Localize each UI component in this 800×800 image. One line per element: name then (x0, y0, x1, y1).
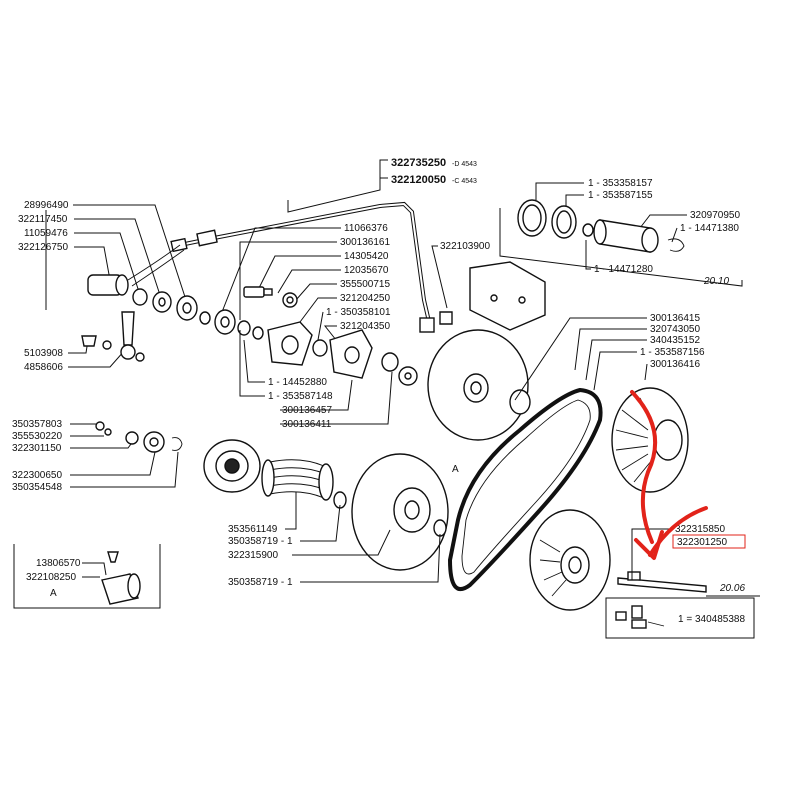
part-number[interactable]: 4858606 (24, 362, 63, 373)
part-number[interactable]: 322301150 (12, 443, 62, 454)
variable-pulley: A (333, 453, 459, 571)
part-number[interactable]: 13806570 (36, 558, 81, 569)
part-number[interactable]: 322301250 (677, 537, 727, 548)
part-number[interactable]: 1 - 353587148 (268, 391, 333, 402)
part-number[interactable]: 350358719 - 1 (228, 536, 293, 547)
drive-pulley-parts (427, 329, 531, 441)
lower-left-parts (95, 421, 183, 453)
part-number[interactable]: 321204350 (340, 321, 390, 332)
right-top-callouts: 1 - 353358157 1 - 353587155 320970950 1 … (499, 178, 743, 287)
part-number[interactable]: 1 - 353587155 (588, 190, 653, 201)
part-number[interactable]: 14305420 (344, 251, 389, 262)
part-number[interactable]: 322735250 (391, 157, 446, 169)
part-number[interactable]: 300136415 (650, 313, 700, 324)
part-number[interactable]: 322117450 (18, 214, 68, 225)
clutch-spring (261, 459, 334, 501)
part-number[interactable]: 1 - 14471280 (594, 264, 653, 275)
right-top-parts (469, 199, 685, 331)
section-mark: A (50, 588, 57, 599)
part-number[interactable]: 340435152 (650, 335, 700, 346)
part-number[interactable]: 355500715 (340, 279, 390, 290)
part-number[interactable]: 322300650 (12, 470, 62, 481)
part-number[interactable]: 355530220 (12, 431, 62, 442)
part-number[interactable]: 353561149 (228, 524, 278, 535)
part-number[interactable]: 300136161 (340, 237, 390, 248)
lower-left-callouts: 350357803 355530220 322301150 322300650 … (12, 419, 179, 493)
part-variant: -C 4543 (452, 178, 477, 185)
belt-callouts: 322315850 322301250 20.06 (631, 524, 760, 597)
fuel-line (170, 201, 435, 333)
fan-wheel (611, 387, 689, 493)
part-number[interactable]: 1 - 14452880 (268, 377, 327, 388)
kit-box: 1 = 340485388 (605, 597, 755, 639)
part-number[interactable]: 350358719 - 1 (228, 577, 293, 588)
part-number[interactable]: 11066376 (344, 223, 388, 234)
part-number[interactable]: 28996490 (24, 200, 69, 211)
part-number[interactable]: 1 - 353587156 (640, 347, 705, 358)
center-callouts: 11066376 300136161 14305420 12035670 355… (221, 223, 490, 346)
dimension-note: 20.10 (703, 276, 729, 287)
part-number[interactable]: 1 - 14471380 (680, 223, 739, 234)
pulley-callouts: 300136415 320743050 340435152 1 - 353587… (514, 313, 705, 401)
part-number[interactable]: 320743050 (650, 324, 700, 335)
section-mark: A (452, 464, 459, 475)
part-number[interactable]: 322126750 (18, 242, 68, 253)
fuel-line-callout: 322735250 -D 4543 322120050 -C 4543 (287, 157, 477, 213)
drive-belt (447, 387, 603, 592)
center-fitting-parts (214, 286, 453, 386)
driven-pulley (529, 509, 707, 611)
left-fitting-parts (81, 244, 211, 362)
dimension-note: 20.06 (719, 583, 745, 594)
clutch-drum (203, 439, 261, 493)
part-number[interactable]: 322103900 (440, 241, 490, 252)
part-number[interactable]: 322108250 (26, 572, 76, 583)
part-number[interactable]: 322315900 (228, 550, 278, 561)
part-number[interactable]: 320970950 (690, 210, 740, 221)
part-variant: -D 4543 (452, 161, 477, 168)
part-number[interactable]: 12035670 (344, 265, 389, 276)
part-number[interactable]: 321204250 (340, 293, 390, 304)
red-annotation-arrow (630, 390, 708, 560)
part-number[interactable]: 5103908 (24, 348, 63, 359)
lower-center-callouts: 353561149 350358719 - 1 322315900 350358… (228, 492, 441, 588)
left-callouts: 28996490 322117450 11059476 322126750 51… (18, 200, 187, 373)
inset-a: 13806570 322108250 A (13, 544, 161, 609)
kit-number[interactable]: 1 = 340485388 (678, 614, 745, 625)
part-number[interactable]: 300136416 (650, 359, 700, 370)
part-number[interactable]: 350357803 (12, 419, 62, 430)
part-number[interactable]: 322315850 (675, 524, 725, 535)
highlight-box (672, 534, 746, 549)
part-number[interactable]: 350354548 (12, 482, 62, 493)
center-lower-callouts: 1 - 14452880 1 - 353587148 300136457 300… (239, 330, 393, 430)
part-number[interactable]: 322120050 (391, 174, 446, 186)
part-number[interactable]: 1 - 353358157 (588, 178, 653, 189)
part-number[interactable]: 1 - 350358101 (326, 307, 391, 318)
